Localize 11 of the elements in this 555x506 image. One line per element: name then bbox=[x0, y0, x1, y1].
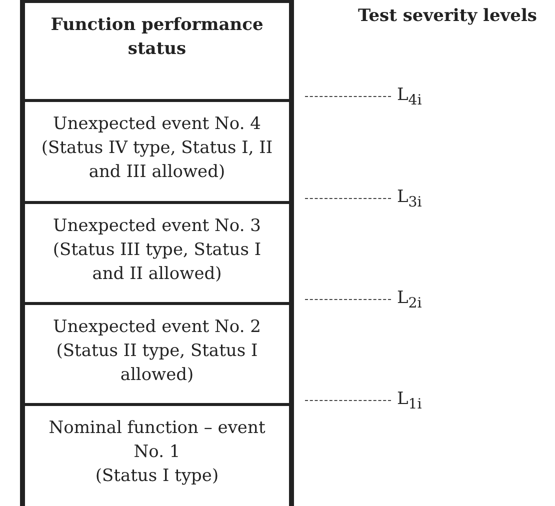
column-heading: Test severity levels bbox=[357, 6, 538, 26]
status-text: Nominal function – event No. 1 bbox=[48, 417, 266, 464]
status-text: (Status I type) bbox=[95, 465, 219, 488]
status-text: Unexpected event No. 2 (Status II type, Status I allowed) bbox=[52, 316, 262, 387]
severity-level-label: L$_{4i}$ bbox=[397, 85, 422, 108]
status-text: Unexpected event No. 4 (Status IV type, Status I, II and III allowed) bbox=[41, 113, 273, 184]
column-heading: Function performance status bbox=[50, 14, 264, 61]
severity-level-label: L$_{2i}$ bbox=[397, 288, 422, 312]
status-text: Unexpected event No. 3 (Status III type, Status I and II allowed) bbox=[52, 215, 262, 286]
severity-level-label: L$_{3i}$ bbox=[397, 187, 422, 210]
severity-level-label: L$_{1i}$ bbox=[397, 389, 422, 412]
